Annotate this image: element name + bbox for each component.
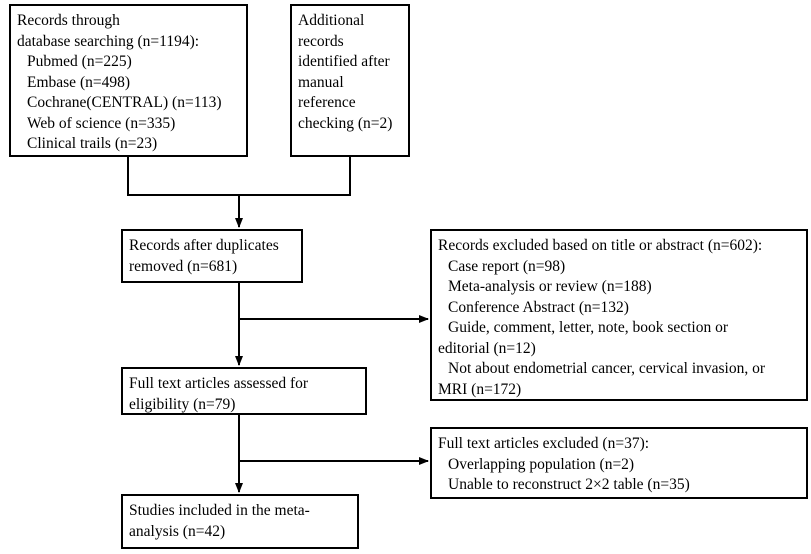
box-text-line: removed (n=681) [129,257,238,275]
box-text-line: Full text articles assessed for [129,375,309,392]
records-searching-box: Records through database searching (n=11… [9,4,248,157]
box-text-line: Conference Abstract (n=132) [448,298,629,316]
duplicates-removed-box: Records after duplicates removed (n=681) [121,229,303,283]
box-text-line: Unable to reconstruct 2×2 table (n=35) [448,476,690,493]
box-text-line: Not about endometrial cancer, cervical i… [448,360,766,377]
box-text-line: database searching (n=1194): [17,32,200,50]
fulltext-assessed-box: Full text articles assessed for eligibil… [121,367,367,415]
box-text-line: Records through [17,12,120,29]
box-text-line: Embase (n=498) [27,73,131,91]
additional-records-box: Additional records identified after manu… [290,4,410,157]
box-text-line: checking (n=2) [298,114,393,132]
box-text-line: Additional [298,12,365,29]
box-text-line: Full text articles excluded (n=37): [438,435,650,452]
box-text-line: identified after [298,53,390,70]
box-text-line: records [298,32,344,50]
box-text-line: Studies included in the meta- [129,502,310,519]
box-text-line: Web of science (n=335) [27,114,176,132]
box-text-line: analysis (n=42) [129,522,226,540]
box-text-line: reference [298,94,356,111]
box-text-line: manual [298,73,344,91]
fulltext-excluded-box: Full text articles excluded (n=37): Over… [430,427,808,499]
box-text-line: Meta-analysis or review (n=188) [448,278,652,295]
box-text-line: editorial (n=12) [438,339,536,357]
box-text-line: MRI (n=172) [438,380,522,398]
box-text-line: Records after duplicates [129,237,279,254]
excluded-title-abstract-box: Records excluded based on title or abstr… [430,229,808,401]
box-text-line: Records excluded based on title or abstr… [438,237,763,254]
box-text-line: Pubmed (n=225) [27,53,132,70]
box-text-line: eligibility (n=79) [129,395,236,413]
box-text-line: Guide, comment, letter, note, book secti… [448,319,729,336]
box-text-line: Cochrane(CENTRAL) (n=113) [27,94,222,111]
studies-included-box: Studies included in the meta- analysis (… [121,494,359,549]
box-text-line: Clinical trails (n=23) [27,135,158,152]
box-text-line: Case report (n=98) [448,257,566,275]
box-text-line: Overlapping population (n=2) [448,455,635,473]
